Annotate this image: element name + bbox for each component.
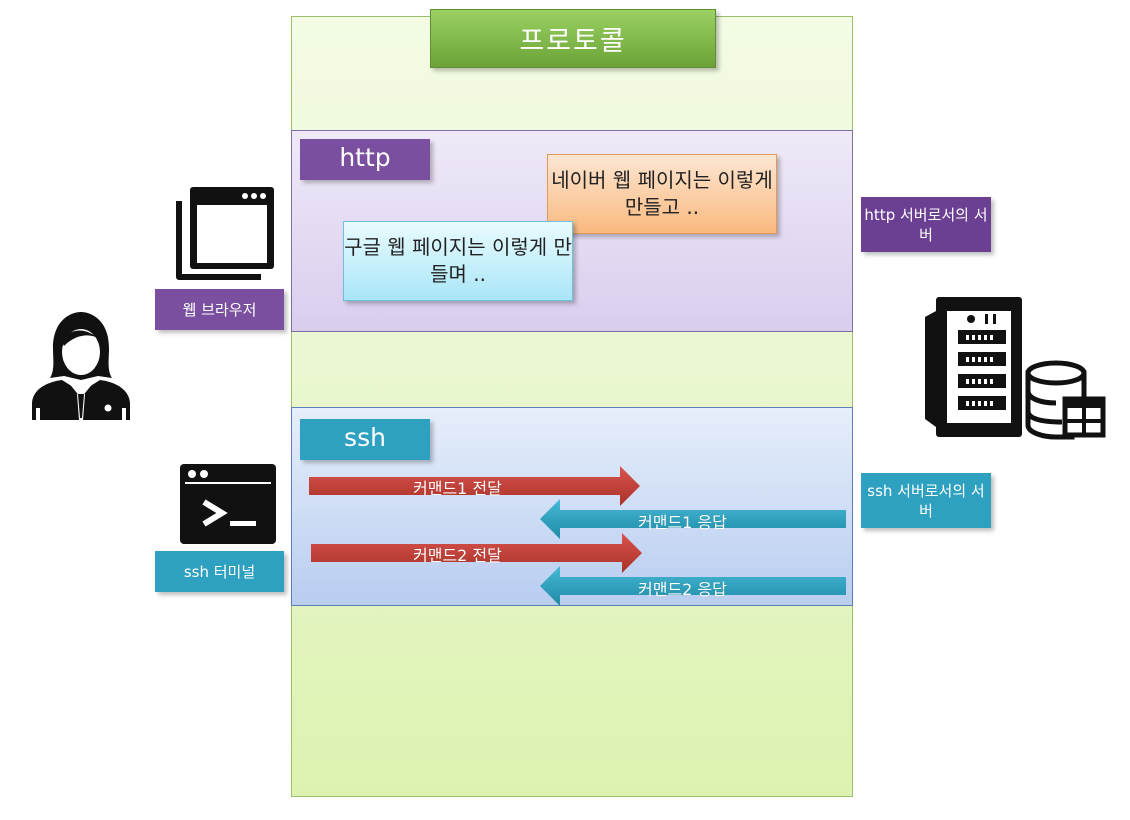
arrow-command1-response [540,499,846,539]
arrow-label-command1-send: 커맨드1 전달 [413,479,502,498]
server-database-icon [925,297,1106,440]
ssh-tag: ssh [300,419,430,460]
ssh-terminal-label: ssh 터미널 [155,551,284,592]
http-tag: http [300,139,430,180]
arrow-command1-send [309,466,640,506]
naver-note: 네이버 웹 페이지는 이렇게 만들고 .. [547,154,777,234]
protocol-title: 프로토콜 [430,9,716,68]
user-icon [32,312,130,420]
browser-label: 웹 브라우저 [155,289,284,330]
browser-window-icon [176,187,274,280]
http-server-label: http 서버로서의 서버 [861,197,991,252]
ssh-server-label: ssh 서버로서의 서버 [861,473,991,528]
arrow-command2-send [311,533,642,573]
arrow-label-command2-response: 커맨드2 응답 [638,580,727,599]
google-note: 구글 웹 페이지는 이렇게 만들며 .. [343,221,573,301]
terminal-icon [180,464,276,544]
arrow-label-command1-response: 커맨드1 응답 [638,513,727,532]
arrow-command2-response [540,566,846,606]
arrow-label-command2-send: 커맨드2 전달 [413,546,502,565]
